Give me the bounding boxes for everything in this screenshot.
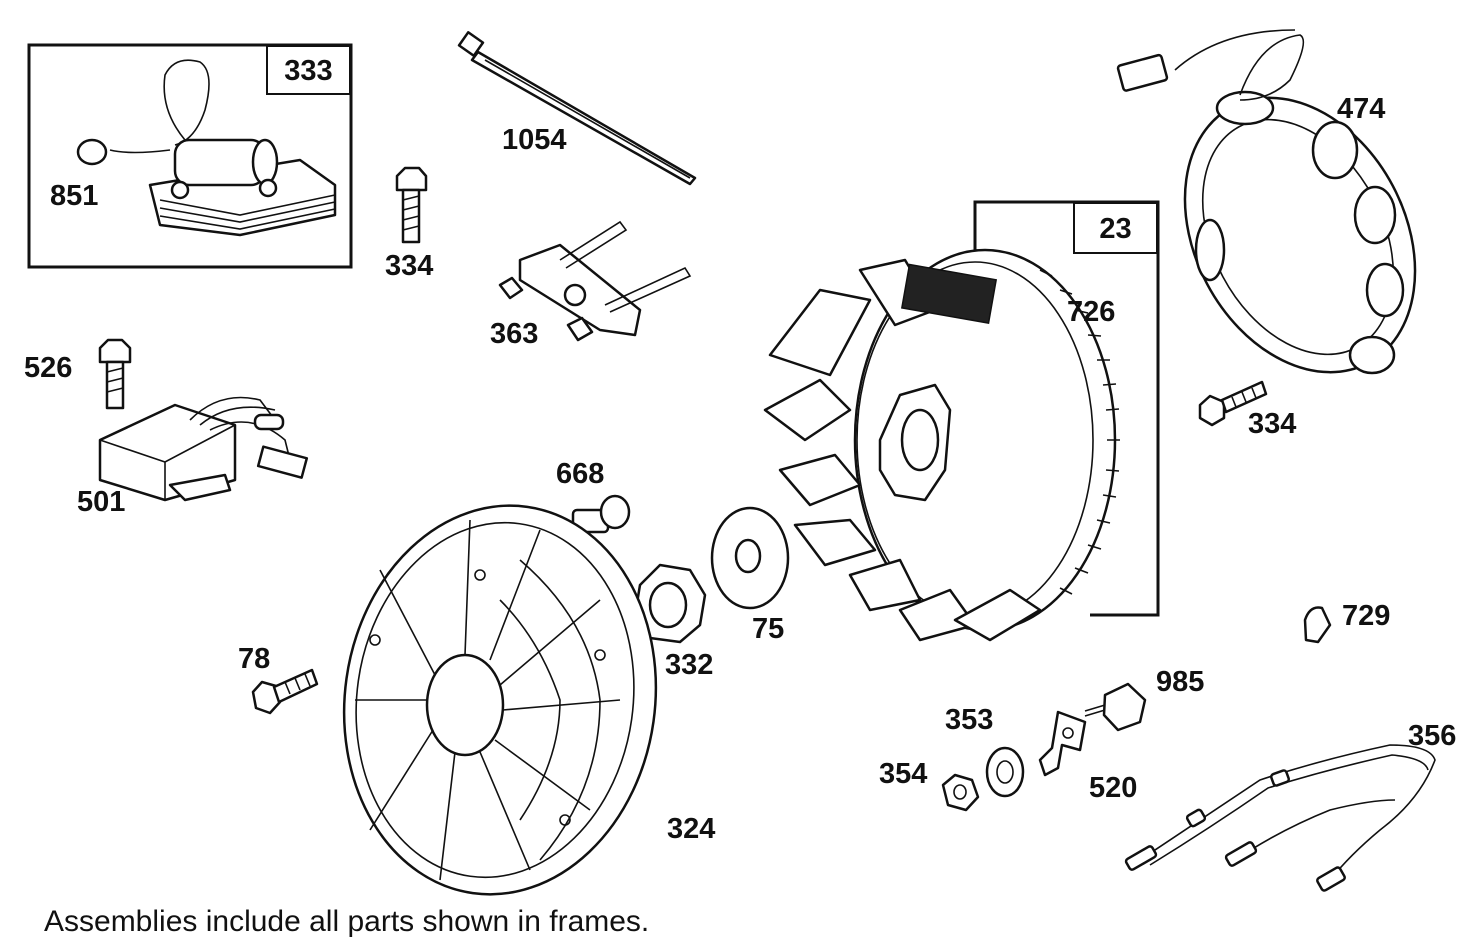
clip-729: [1303, 606, 1332, 644]
wire-harness: [1124, 744, 1436, 892]
screw-334-left: [395, 166, 428, 244]
assembly-caption: Assemblies include all parts shown in fr…: [44, 905, 650, 938]
part-label-334-right: 334: [1248, 408, 1297, 440]
cable-tie: [457, 31, 697, 186]
part-label-356: 356: [1408, 720, 1457, 752]
flywheel: [763, 248, 1120, 642]
part-label-520: 520: [1089, 772, 1138, 804]
part-label-363: 363: [490, 318, 539, 350]
part-label-726: 726: [1067, 296, 1116, 328]
part-label-75: 75: [752, 613, 785, 645]
ignition-coil: [76, 59, 337, 237]
lock-washer-353: [985, 746, 1025, 798]
washer-75: [710, 506, 790, 610]
part-label-354: 354: [879, 758, 928, 790]
part-label-1054: 1054: [502, 124, 567, 156]
part-label-985: 985: [1156, 666, 1205, 698]
spacer-668: [571, 494, 631, 534]
part-label-668: 668: [556, 458, 605, 490]
part-label-526: 526: [24, 352, 73, 384]
voltage-regulator: [98, 396, 309, 502]
nut-354: [941, 773, 980, 812]
fan-screen: [342, 504, 658, 896]
part-label-729: 729: [1342, 600, 1391, 632]
part-label-474: 474: [1337, 93, 1386, 125]
rectifier-985: [1084, 682, 1147, 732]
part-label-851: 851: [50, 180, 99, 212]
alternator-stator: [1116, 29, 1417, 375]
part-label-334-left: 334: [385, 250, 434, 282]
bracket-520: [1038, 710, 1087, 777]
frame-label-333: 333: [266, 45, 351, 95]
part-label-501: 501: [77, 486, 126, 518]
screw-334-right: [1198, 380, 1268, 427]
part-label-353: 353: [945, 704, 994, 736]
screw-78: [251, 668, 319, 715]
frame-333: [27, 43, 353, 269]
screw-526: [98, 338, 132, 410]
part-label-332: 332: [665, 649, 714, 681]
flywheel-puller: [498, 220, 692, 342]
frame-label-23: 23: [1073, 202, 1158, 254]
part-label-324: 324: [667, 813, 716, 845]
part-label-78: 78: [238, 643, 271, 675]
